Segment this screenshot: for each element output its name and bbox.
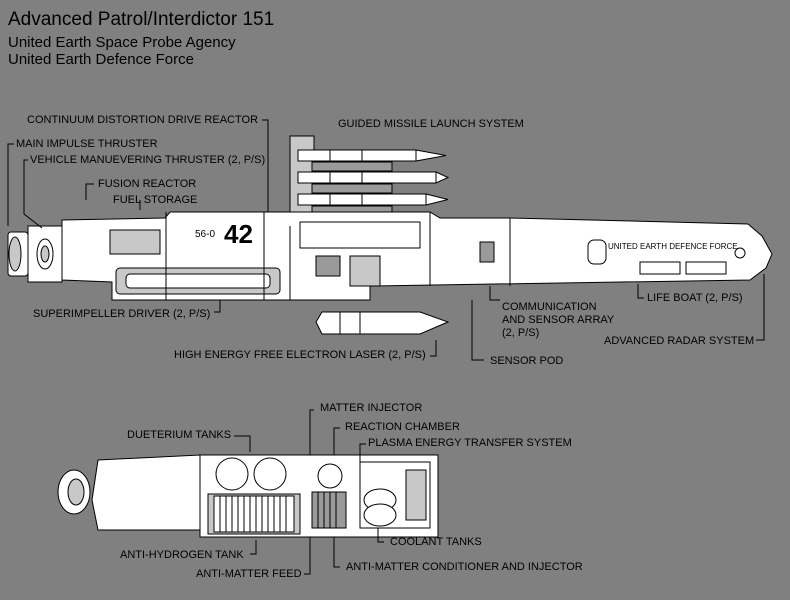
label-continuum-reactor: CONTINUUM DISTORTION DRIVE REACTOR	[27, 114, 259, 126]
missile-rack	[289, 135, 450, 225]
label-antimatter-feed: ANTI-MATTER FEED	[196, 568, 302, 580]
label-anti-hydrogen: ANTI-HYDROGEN TANK	[120, 549, 244, 561]
force-subtitle: United Earth Defence Force	[8, 51, 194, 68]
page-title: Advanced Patrol/Interdictor 151	[8, 9, 275, 30]
label-antimatter-conditioner: ANTI-MATTER CONDITIONER AND INJECTOR	[346, 561, 583, 573]
label-plasma-transfer: PLASMA ENERGY TRANSFER SYSTEM	[368, 437, 572, 449]
label-superimpeller: SUPERIMPELLER DRIVER (2, P/S)	[33, 308, 211, 320]
leader-lines-ship	[7, 119, 765, 361]
hull-number: 42	[224, 219, 253, 249]
label-radar: ADVANCED RADAR SYSTEM	[604, 335, 755, 347]
label-comm-line1: COMMUNICATION	[502, 301, 597, 313]
hull-prefix: 56-0	[195, 229, 216, 240]
laser-pod	[315, 311, 450, 335]
label-matter-injector: MATTER INJECTOR	[320, 402, 423, 414]
label-comm-line2: AND SENSOR ARRAY	[502, 314, 615, 326]
agency-subtitle: United Earth Space Probe Agency	[8, 34, 236, 51]
label-missile-launch: GUIDED MISSILE LAUNCH SYSTEM	[338, 118, 524, 130]
label-fusion-reactor: FUSION REACTOR	[98, 178, 197, 190]
main-hull	[61, 211, 773, 301]
main-impulse-nozzle	[7, 225, 63, 283]
leader-lines-reactor	[234, 409, 384, 575]
label-fuel-storage: FUEL STORAGE	[113, 194, 198, 206]
label-deuterium-tanks: DUETERIUM TANKS	[127, 429, 232, 441]
label-laser: HIGH ENERGY FREE ELECTRON LASER (2, P/S)	[174, 349, 426, 361]
label-main-impulse: MAIN IMPULSE THRUSTER	[16, 138, 158, 150]
label-reaction-chamber: REACTION CHAMBER	[345, 421, 460, 433]
label-comm-line3: (2, P/S)	[502, 327, 540, 339]
hull-marking: UNITED EARTH DEFENCE FORCE	[608, 242, 738, 251]
label-sensor-pod: SENSOR POD	[490, 355, 564, 367]
label-maneuvering-thruster: VEHICLE MANUEVERING THRUSTER (2, P/S)	[30, 154, 266, 166]
reactor-cutaway	[57, 454, 439, 538]
label-coolant-tanks: COOLANT TANKS	[390, 536, 482, 548]
label-life-boat: LIFE BOAT (2, P/S)	[647, 292, 743, 304]
